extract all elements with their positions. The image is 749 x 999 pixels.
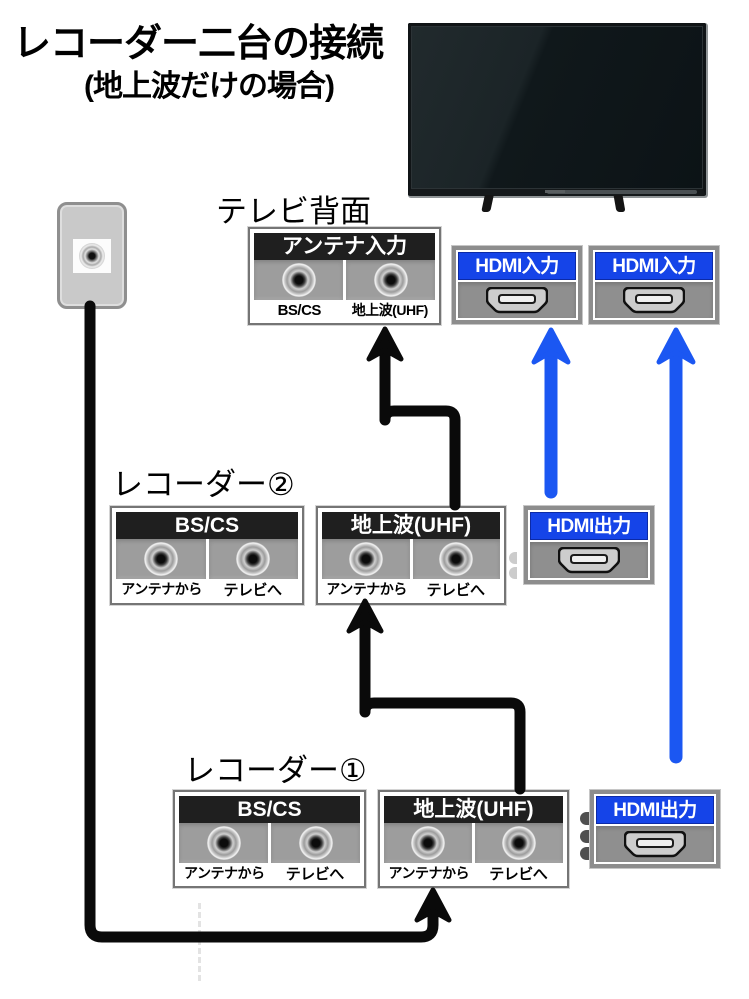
hdmi-port-area — [595, 282, 713, 318]
hdmi-port-icon — [624, 830, 686, 857]
tv-foot-right — [613, 195, 626, 212]
antenna-in-jack-area — [384, 823, 472, 863]
coax-jack-icon — [236, 542, 271, 576]
recorder1-bscs-panel: BS/CS アンテナから テレビへ — [173, 790, 366, 888]
coax-jack-icon — [502, 826, 536, 860]
tv-foot-left — [481, 195, 494, 212]
coax-jack-icon — [298, 826, 333, 860]
hdmi-port-area — [530, 542, 648, 578]
hdmi-port-icon — [558, 546, 620, 573]
jack-label-from-antenna: アンテナから — [388, 865, 470, 881]
coax-jack-icon — [411, 826, 445, 860]
cable-stub-decoration — [509, 567, 517, 579]
panel-header: 地上波(UHF) — [384, 796, 563, 823]
jack-label-to-tv: テレビへ — [223, 581, 282, 599]
hdmi-output-label: HDMI出力 — [530, 512, 648, 540]
outlet-jack-plate — [73, 238, 111, 273]
panel-jack-labels: アンテナから テレビへ — [179, 863, 360, 883]
jack-label-from-antenna: アンテナから — [184, 865, 265, 881]
antenna-in-jack-area — [179, 823, 268, 863]
panel-header: BS/CS — [116, 512, 298, 539]
panel-body — [254, 260, 435, 300]
panel-jack-labels: アンテナから テレビへ — [116, 579, 298, 599]
panel-body — [179, 823, 360, 863]
cable-antenna-recorder1-to-recorder2 — [346, 598, 526, 795]
panel-jack-labels: アンテナから テレビへ — [322, 579, 500, 599]
hdmi-input-label: HDMI入力 — [458, 252, 576, 280]
panel-header: アンテナ入力 — [254, 233, 435, 260]
tv-stand-bar — [547, 190, 697, 194]
recorder2-bscs-panel: BS/CS アンテナから テレビへ — [110, 506, 304, 605]
recorder1-hdmi-output-panel: HDMI出力 — [590, 790, 720, 868]
recorder1-uhf-panel: 地上波(UHF) アンテナから テレビへ — [378, 790, 569, 888]
cable-stub-decoration — [580, 847, 589, 860]
panel-header: BS/CS — [179, 796, 360, 823]
panel-body — [384, 823, 563, 863]
recorder1-label: レコーダー① — [184, 753, 367, 788]
jack-label-to-tv: テレビへ — [489, 865, 548, 883]
recorder2-label: レコーダー② — [112, 467, 295, 502]
coax-jack-icon — [348, 542, 383, 576]
hdmi-input-panel-2: HDMI入力 — [589, 246, 719, 324]
coax-jack-icon — [373, 263, 408, 297]
jack-label-from-antenna: アンテナから — [326, 581, 407, 597]
hdmi-port-area — [458, 282, 576, 318]
cable-stub-decoration — [580, 830, 589, 843]
panel-jack-labels: アンテナから テレビへ — [384, 863, 563, 883]
jack-label-to-tv: テレビへ — [285, 865, 345, 883]
hdmi-input-label: HDMI入力 — [595, 252, 713, 280]
tv-logo — [545, 190, 566, 193]
tv-out-jack-area — [412, 539, 500, 579]
panel-jack-labels: BS/CS 地上波(UHF) — [254, 300, 435, 320]
hdmi-port-area — [596, 826, 714, 862]
diagram-subtitle: (地上波だけの場合) — [84, 70, 335, 103]
wall-antenna-outlet — [57, 202, 127, 309]
recorder2-hdmi-output-panel: HDMI出力 — [524, 506, 654, 584]
diagram-title: レコーダー二台の接続 — [13, 23, 384, 65]
tv-antenna-input-panel: アンテナ入力 BS/CS 地上波(UHF) — [248, 227, 441, 325]
tv-out-jack-area — [208, 539, 298, 579]
recorder2-uhf-panel: 地上波(UHF) アンテナから テレビへ — [316, 506, 506, 605]
tv-back-label: テレビ背面 — [216, 194, 371, 229]
cable-stub-decoration — [509, 552, 517, 564]
cable-stub-decoration — [580, 812, 589, 825]
hdmi-port-icon — [486, 286, 548, 313]
jack-label-bscs: BS/CS — [277, 301, 322, 319]
jack-label-uhf: 地上波(UHF) — [351, 302, 429, 318]
jack-label-from-antenna: アンテナから — [121, 581, 202, 597]
antenna-in-jack-area — [322, 539, 410, 579]
coax-jack-icon — [143, 542, 178, 576]
coax-jack-icon — [206, 826, 241, 860]
tv-out-jack-area — [271, 823, 360, 863]
panel-header: 地上波(UHF) — [322, 512, 500, 539]
uhf-jack-area — [346, 260, 435, 300]
jack-label-to-tv: テレビへ — [426, 581, 485, 599]
hdmi-input-panel-1: HDMI入力 — [452, 246, 582, 324]
tv-image — [408, 23, 706, 212]
coax-jack-icon — [439, 542, 474, 576]
bscs-jack-area — [254, 260, 343, 300]
hdmi-output-label: HDMI出力 — [596, 796, 714, 824]
panel-body — [116, 539, 298, 579]
coax-jack-icon — [281, 263, 316, 297]
coax-jack-icon — [79, 242, 105, 269]
tv-out-jack-area — [475, 823, 563, 863]
hdmi-port-icon — [623, 286, 685, 313]
panel-body — [322, 539, 500, 579]
antenna-in-jack-area — [116, 539, 206, 579]
faint-dashed-mark — [198, 903, 201, 981]
cable-antenna-recorder2-to-tv — [366, 326, 461, 511]
cable-hdmi-recorder2-to-tv — [531, 327, 571, 499]
cable-hdmi-recorder1-to-tv — [656, 327, 696, 764]
